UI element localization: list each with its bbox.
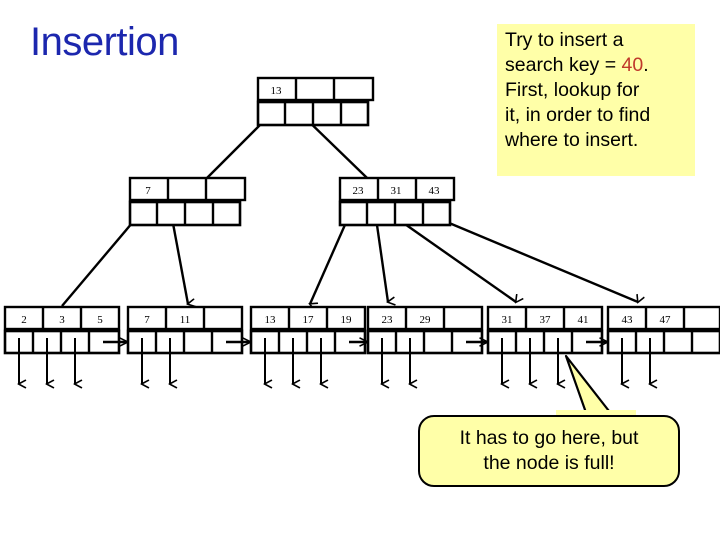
- edge-internal-right-to-leaf-6: [441, 218, 638, 302]
- page-title: Insertion: [30, 20, 179, 64]
- leaf-6-key-1: 47: [660, 314, 672, 326]
- edge-internal-left-to-leaf-2: [170, 217, 188, 304]
- leaf-4-key-0: 23: [382, 314, 394, 326]
- leaf-3-key-1: 17: [303, 314, 315, 326]
- callout-line-3: it, in order to find: [505, 104, 651, 126]
- leaf-3-key-2: 19: [341, 314, 353, 326]
- leaf-node-2[interactable]: 7 11: [126, 305, 250, 384]
- edge-internal-right-to-leaf-4: [374, 217, 388, 302]
- leaf-node-4[interactable]: 23 29: [366, 305, 487, 384]
- leaf-node-3[interactable]: 13 17 19: [249, 305, 367, 384]
- internal-right-key-0: 23: [353, 185, 365, 197]
- callout-line-4: where to insert.: [505, 129, 639, 151]
- leaf-6-key-0: 43: [622, 314, 634, 326]
- internal-right-key-1: 31: [391, 185, 402, 197]
- leaf-4-key-1: 29: [420, 314, 432, 326]
- internal-left-key-0: 7: [145, 185, 151, 197]
- leaf-2-key-0: 7: [144, 314, 150, 326]
- callout-bottom-line-0: It has to go here, but: [459, 427, 639, 449]
- search-key-value: 40: [621, 54, 644, 76]
- internal-node-right[interactable]: 23 31 43: [338, 176, 456, 227]
- callout-bottom-line-1: the node is full!: [483, 452, 615, 474]
- edge-internal-right-to-leaf-3: [310, 217, 350, 304]
- leaf-1-key-1: 3: [59, 314, 65, 326]
- leaf-5-key-0: 31: [502, 314, 513, 326]
- insert-instruction-callout: Try to insert a search key = 40. First, …: [497, 24, 695, 176]
- root-key-0: 13: [271, 85, 283, 97]
- node-full-callout: It has to go here, but the node is full!: [418, 415, 680, 487]
- internal-node-left[interactable]: 7: [128, 176, 247, 227]
- leaf-3-key-0: 13: [265, 314, 277, 326]
- callout-line-1-period: .: [643, 54, 649, 76]
- leaf-node-1[interactable]: 2 3 5: [3, 305, 127, 384]
- leaf-1-key-2: 5: [97, 314, 103, 326]
- leaf-2-key-1: 11: [180, 314, 191, 326]
- root-node[interactable]: 13: [256, 76, 375, 127]
- internal-right-key-2: 43: [429, 185, 441, 197]
- callout-line-1: search key = 40.: [505, 53, 689, 78]
- callout-line-2: First, lookup for: [505, 79, 640, 101]
- callout-line-0: Try to insert a: [505, 29, 624, 51]
- leaf-node-6[interactable]: 43 47: [606, 305, 720, 384]
- leaf-node-5[interactable]: 31 37 41: [486, 305, 607, 384]
- callout-line-1-text: search key =: [505, 54, 622, 76]
- leaf-5-key-1: 37: [540, 314, 552, 326]
- leaf-1-key-0: 2: [21, 314, 27, 326]
- leaf-5-key-2: 41: [578, 314, 589, 326]
- edge-internal-right-to-leaf-5: [401, 221, 516, 302]
